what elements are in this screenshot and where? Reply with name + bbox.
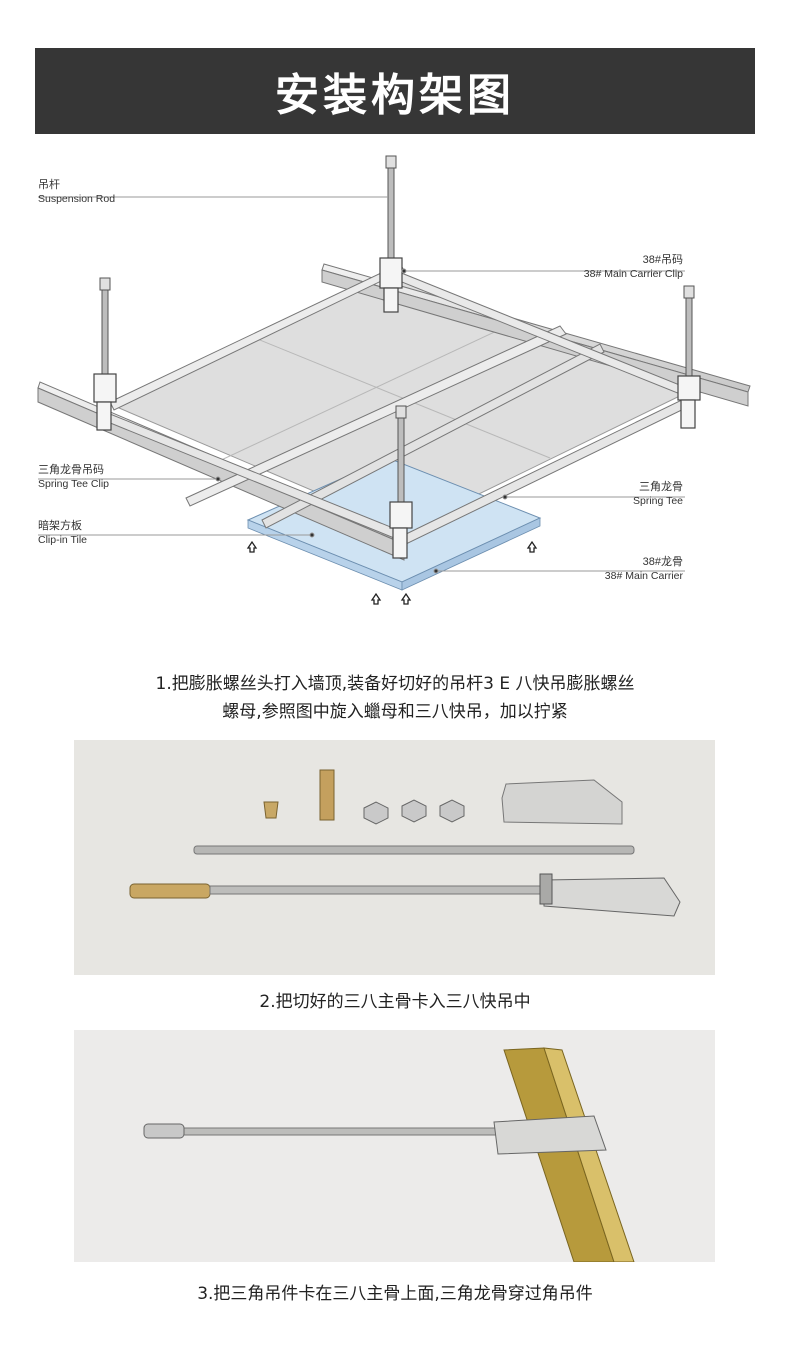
photo-hanger-with-carrier [74,1030,715,1262]
callout-spring-tee-clip: 三角龙骨吊码 Spring Tee Clip [38,464,110,490]
up-arrows [246,540,538,605]
step-2-text: 2.把切好的三八主骨卡入三八快吊中 [259,992,531,1012]
step-3-text: 3.把三角吊件卡在三八主骨上面,三角龙骨穿过角吊件 [197,1284,593,1304]
callout-main-carrier: 38#龙骨 38# Main Carrier [604,556,683,582]
spring-tee-rails [97,263,695,545]
callout-main-carrier-clip: 38#吊码 38# Main Carrier Clip [583,254,683,280]
callout-spring-tee: 三角龙骨 Spring Tee [632,481,683,507]
hanger-with-carrier-image [74,1030,715,1262]
hanger-parts-image [74,740,715,975]
page-title: 安装构架图 [275,70,515,121]
frame-drawing [37,155,751,605]
main-carrier-clips [93,257,701,559]
title-banner: 安装构架图 [35,48,755,134]
step-1-text: 1.把膨胀螺丝头打入墙顶,装备好切好的吊杆3 E 八快吊膨胀螺丝 螺母,参照图中… [155,674,635,722]
suspension-rods [99,155,695,505]
leader-lines [38,196,685,574]
callout-suspension-rod: 吊杆 Suspension Rod [38,179,116,205]
callout-clip-in-tile: 暗架方板 Clip-in Tile [38,520,88,546]
photo-hanger-parts [74,740,715,975]
installation-diagram: 吊杆 Suspension Rod 38#吊码 38# Main Carrier… [0,140,790,620]
